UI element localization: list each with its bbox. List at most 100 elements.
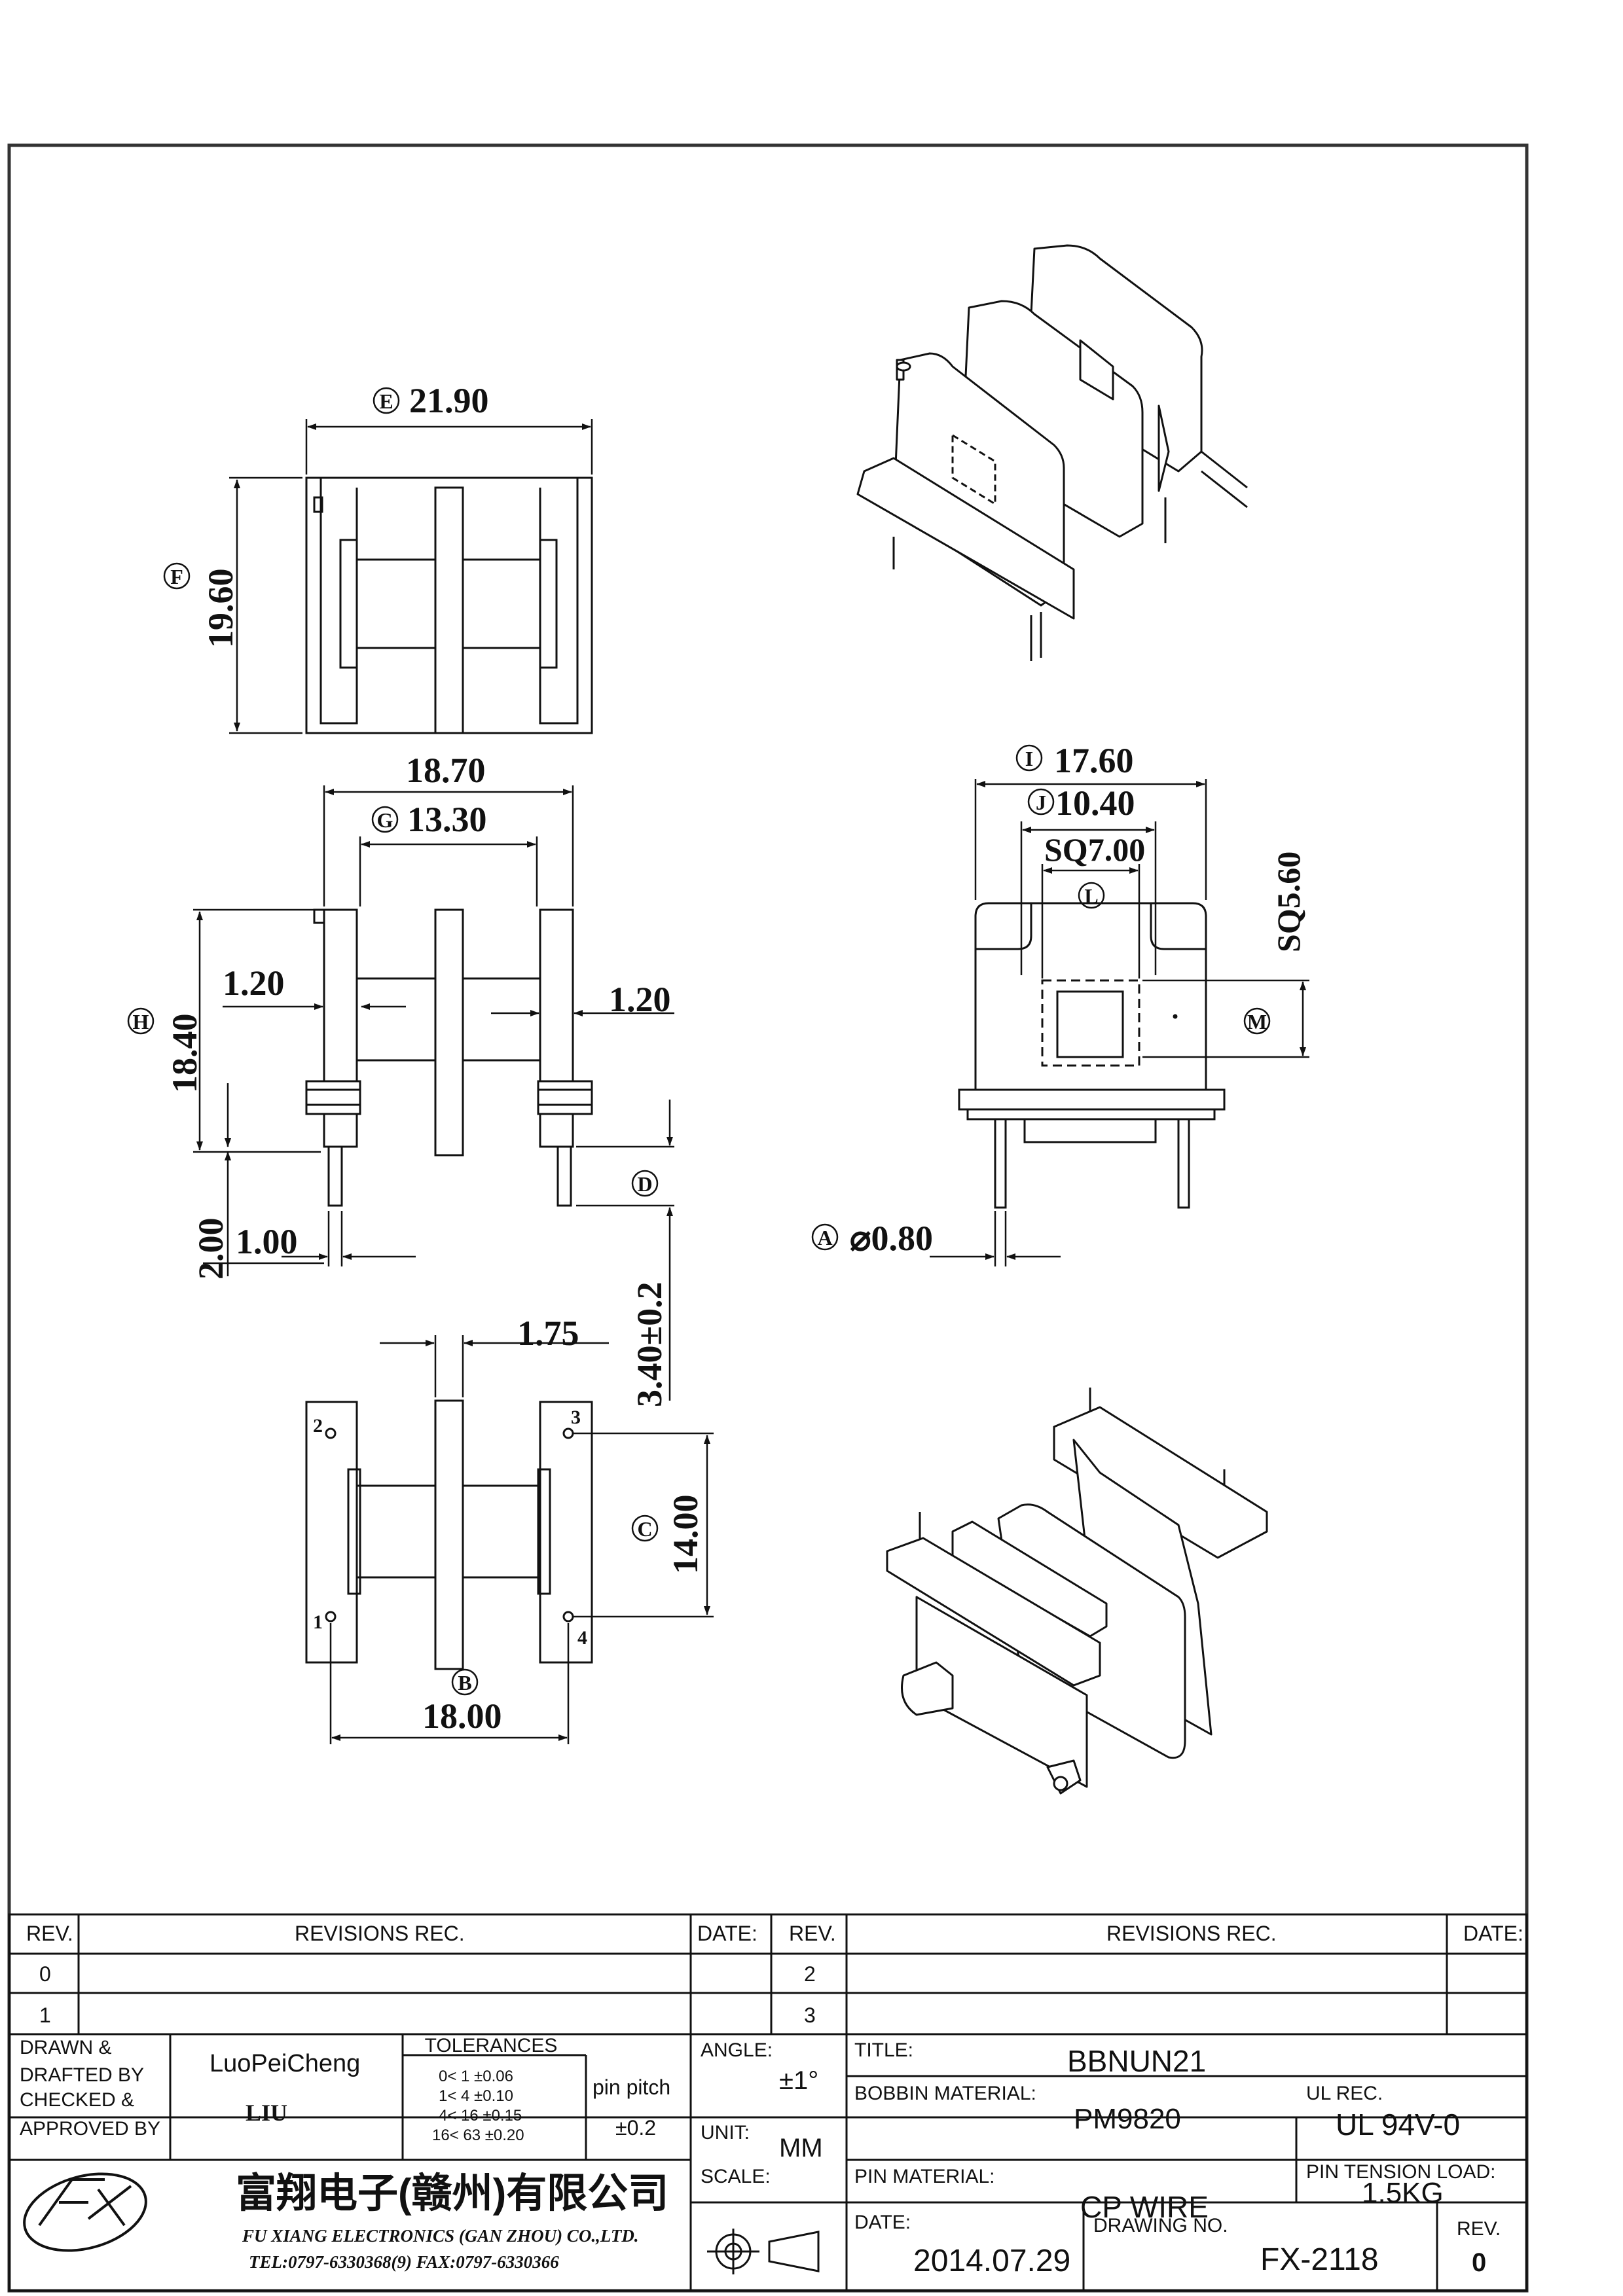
dim-value-3-40: 3.40±0.2 (630, 1282, 669, 1407)
tolerance-row: 4< 16 ±0.15 (439, 2107, 522, 2125)
dim-front-inner: G 13.30 (371, 800, 487, 839)
rev-label: REV. (1457, 2218, 1501, 2240)
ul-label: UL REC. (1306, 2083, 1383, 2104)
dim-value-sq7: SQ7.00 (1044, 831, 1145, 868)
top-view-dims (229, 419, 593, 734)
dim-value-0-80: ⌀0.80 (850, 1219, 933, 1258)
dim-side-sq-marker: M (1243, 1007, 1271, 1035)
dim-value-flange-right: 1.20 (609, 980, 671, 1019)
date-header-left: DATE: (697, 1922, 757, 1945)
unit-value: MM (779, 2134, 823, 2162)
tolerance-row: 0< 1 ±0.06 (439, 2068, 513, 2085)
pin-pitch-value: ±0.2 (615, 2116, 656, 2140)
dim-value-13-30: 13.30 (407, 800, 487, 839)
marker-c: C (637, 1517, 652, 1541)
side-view (958, 902, 1226, 1209)
rev-header-left: REV. (26, 1922, 73, 1945)
front-view (305, 908, 593, 1207)
tolerance-row: 16< 63 ±0.20 (432, 2126, 524, 2144)
dim-bottom-pitch-v: C 14.00 (631, 1495, 705, 1575)
dim-bottom-pitch-h: B 18.00 (422, 1668, 502, 1736)
dim-front-overall: 18.70 (406, 751, 486, 790)
dim-top-width: E 21.90 (373, 381, 489, 420)
dim-front-height: H 18.40 (127, 1007, 204, 1094)
pin-number: 1 (313, 1611, 323, 1633)
bottom-view-dims (329, 1335, 714, 1744)
bottom-view (305, 1399, 593, 1670)
company-logo (23, 2172, 147, 2252)
front-view-dims (193, 785, 674, 1401)
dim-value-21-90: 21.90 (409, 381, 489, 420)
angle-value: ±1° (779, 2066, 818, 2095)
bobbin-label: BOBBIN MATERIAL: (854, 2083, 1036, 2104)
dim-value-18-00: 18.00 (422, 1696, 502, 1736)
dim-value-18-40: 18.40 (165, 1014, 204, 1094)
dim-pin-dia: A ⌀0.80 (811, 1219, 933, 1258)
title-label: TITLE: (854, 2039, 913, 2061)
tolerance-row: 1< 4 ±0.10 (439, 2087, 513, 2105)
checked-label: CHECKED & (20, 2089, 134, 2111)
angle-label: ANGLE: (701, 2039, 773, 2061)
pin-pitch-label: pin pitch (593, 2075, 670, 2099)
marker-i: I (1025, 747, 1033, 770)
drafted-label: DRAFTED BY (20, 2064, 144, 2086)
tension-value: 1.5KG (1362, 2177, 1444, 2209)
marker-f: F (170, 565, 183, 588)
pin-material-value: CP WIRE (1080, 2190, 1209, 2224)
pin-number: 3 (571, 1407, 581, 1428)
projection-symbol-icon (707, 2229, 820, 2274)
dim-side-overall: I 17.60 (1015, 741, 1134, 780)
title-block (8, 1913, 1528, 2292)
title-block-text: REV. REVISIONS REC. DATE: REV. REVISIONS… (20, 1922, 1523, 2278)
approved-label: APPROVED BY (20, 2118, 160, 2140)
rev-row: 0 (39, 1962, 51, 1986)
marker-g: G (377, 808, 393, 832)
date-header-right: DATE: (1463, 1922, 1523, 1945)
marker-a: A (817, 1226, 832, 1249)
drawn-value: LuoPeiCheng (210, 2050, 360, 2077)
dim-value-19-60: 19.60 (201, 569, 240, 649)
dim-value-10-40: 10.40 (1055, 783, 1135, 823)
isometric-view-top (856, 244, 1248, 661)
marker-h: H (133, 1010, 149, 1033)
date-label: DATE: (854, 2212, 911, 2233)
company-name-en: FU XIANG ELECTRONICS (GAN ZHOU) CO.,LTD. (242, 2226, 639, 2246)
rev-row: 1 (39, 2003, 51, 2027)
dim-side-core-marker: L (1078, 882, 1105, 909)
marker-l: L (1084, 884, 1098, 908)
side-view-dims (930, 779, 1309, 1266)
rev-row: 2 (804, 1962, 816, 1986)
tolerances-title: TOLERANCES (425, 2035, 558, 2056)
marker-e: E (379, 389, 393, 413)
dim-value-18-70: 18.70 (406, 751, 486, 790)
marker-j: J (1036, 791, 1046, 814)
company-name-cn: 富翔电子(赣州)有限公司 (236, 2171, 668, 2216)
top-view (305, 476, 593, 734)
checked-value: LIU (246, 2100, 287, 2126)
dim-value-2-00: 2.00 (191, 1218, 230, 1280)
date-value: 2014.07.29 (913, 2244, 1070, 2278)
drawn-label: DRAWN & (20, 2037, 112, 2058)
dim-value-17-60: 17.60 (1054, 741, 1134, 780)
dim-value-1-75: 1.75 (517, 1314, 579, 1353)
pin-number: 4 (577, 1627, 587, 1649)
drawing-no-value: FX-2118 (1260, 2242, 1379, 2277)
bobbin-value: PM9820 (1074, 2103, 1181, 2135)
unit-label: UNIT: (701, 2122, 750, 2144)
marker-m: M (1247, 1010, 1267, 1033)
company-tel: TEL:0797-6330368(9) FAX:0797-6330366 (249, 2252, 559, 2272)
revisions-header-left: REVISIONS REC. (295, 1922, 465, 1945)
marker-d: D (637, 1172, 652, 1196)
rev-header-right: REV. (789, 1922, 836, 1945)
dim-value-14-00: 14.00 (666, 1495, 705, 1575)
dim-value-1-00: 1.00 (236, 1222, 298, 1261)
isometric-view-bottom (886, 1388, 1268, 1795)
scale-label: SCALE: (701, 2166, 771, 2187)
dim-base-marker: D (631, 1170, 659, 1197)
rev-row: 3 (804, 2003, 816, 2027)
dim-value-sq5-60: SQ5.60 (1270, 852, 1307, 952)
ul-value: UL 94V-0 (1336, 2108, 1460, 2142)
pin-number: 2 (313, 1415, 323, 1437)
tension-label: PIN TENSION LOAD: (1306, 2161, 1496, 2183)
